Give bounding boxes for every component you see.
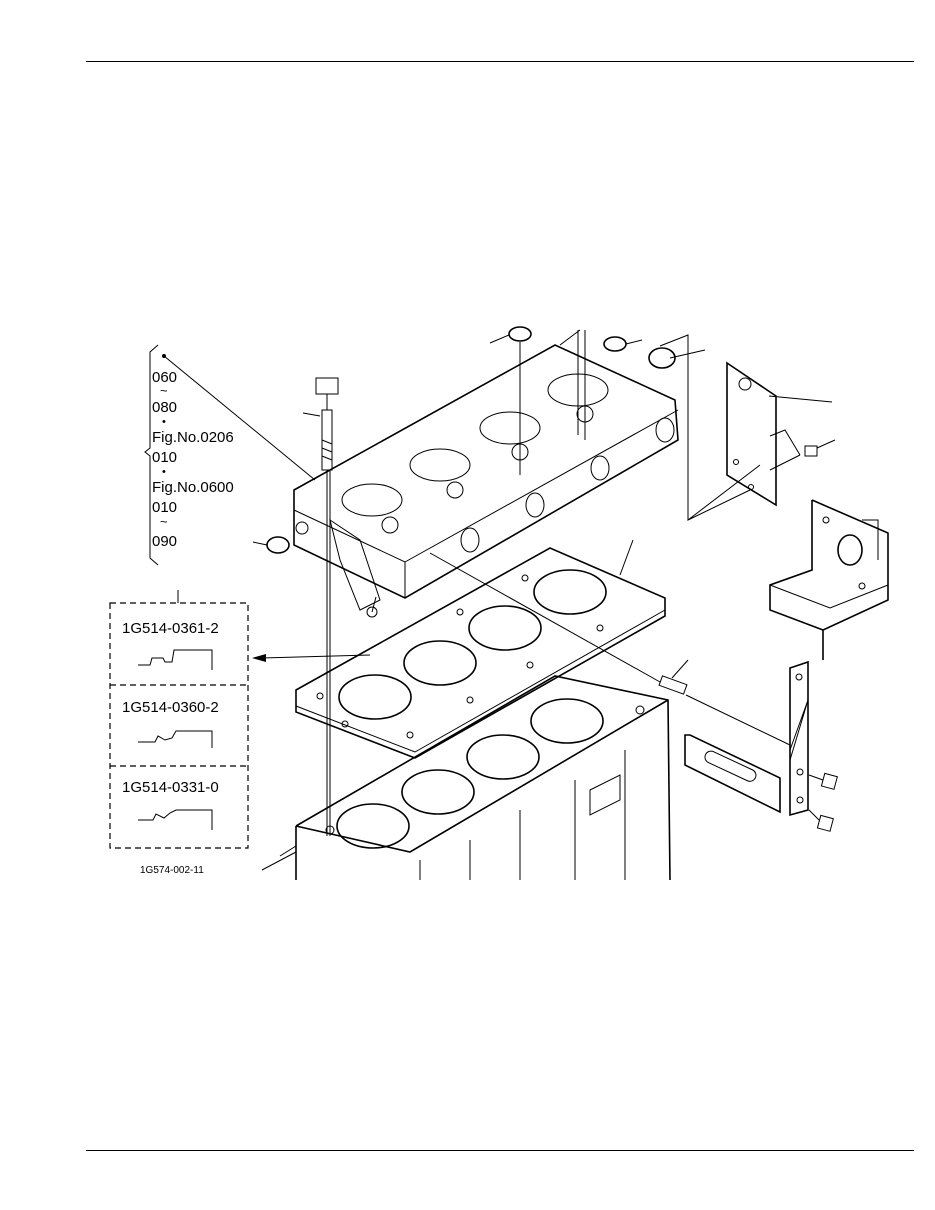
gasket-part-number-1: 1G514-0361-2 [122,620,219,637]
range-line-1: ~ [160,383,168,398]
range-line-8: 010 [152,499,177,516]
range-line-4: Fig.No.0206 [152,429,234,446]
head-bolt [302,377,339,836]
cover-plate [726,361,836,507]
range-line-9: ~ [160,514,168,529]
range-line-5: 010 [152,449,177,466]
footer-rule [86,1150,914,1151]
figure-code: 1G574-002-11 [140,865,204,876]
figure-range-text: 060 ~ 080 • Fig.No.0206 010 • Fig.No.060… [152,369,234,550]
lifting-bracket-upper [769,499,889,660]
range-line-7: Fig.No.0600 [152,479,234,496]
header-rule [86,61,914,62]
head-gasket [295,539,666,759]
gasket-profile-2 [138,730,213,748]
plug-seals [252,326,761,554]
range-line-6: • [162,466,166,478]
bracket-bolts [808,772,838,832]
cylinder-block [261,675,671,881]
range-line-2: 080 [152,399,177,416]
range-line-0: 060 [152,369,177,386]
gasket-variant-table: 1G514-0361-2 1G514-0360-2 1G514-0331-0 [109,590,371,849]
cylinder-head [293,344,679,618]
gasket-part-number-3: 1G514-0331-0 [122,779,219,796]
gasket-part-number-2: 1G514-0360-2 [122,699,219,716]
figure-range-bracket [144,344,316,566]
range-line-10: 090 [152,533,177,550]
range-line-3: • [162,416,166,428]
stud [429,552,791,746]
gasket-profile-3 [138,809,213,830]
lifting-bracket-lower [684,660,809,817]
gasket-profile-1 [138,649,213,670]
